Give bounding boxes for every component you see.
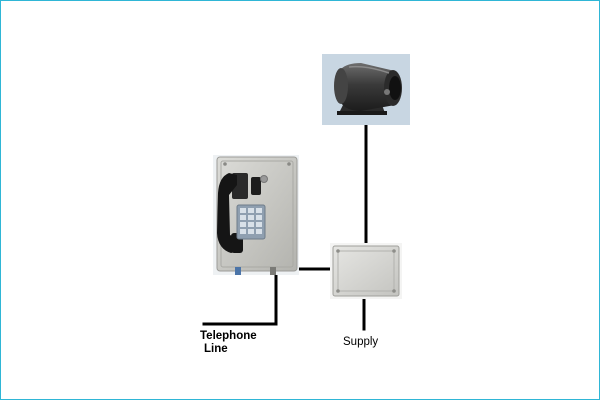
supply-label: Supply <box>343 336 379 348</box>
telephone-line-label-line1: Telephone <box>200 330 257 342</box>
siren-horn-icon <box>322 54 410 125</box>
junction-box-icon <box>330 243 402 299</box>
telephone-line-wire <box>202 269 278 326</box>
industrial-telephone-icon <box>213 155 299 275</box>
wires <box>202 121 368 331</box>
telephone-line-label-line2: Line <box>204 343 228 355</box>
telephone-line-label: Telephone Line <box>200 330 257 356</box>
